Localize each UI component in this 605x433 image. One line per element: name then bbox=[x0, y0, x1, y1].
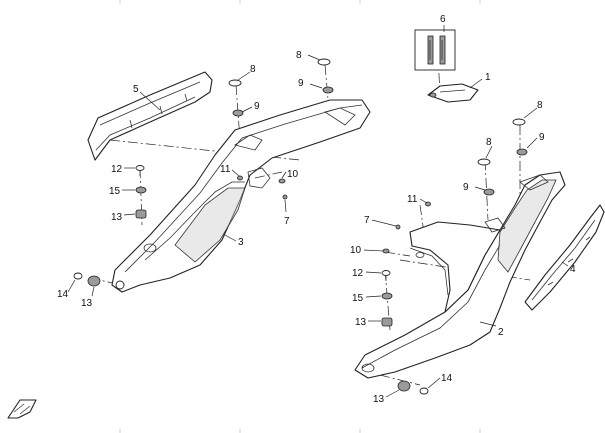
callout-15-left: 15 bbox=[109, 186, 121, 197]
leader-lines bbox=[67, 25, 569, 398]
callout-9-mid: 9 bbox=[463, 182, 469, 193]
callout-2: 2 bbox=[498, 327, 504, 338]
callout-13-left-lower: 13 bbox=[81, 298, 93, 309]
callout-9-top: 9 bbox=[298, 78, 304, 89]
callout-labels: 5 6 1 2 4 3 8 8 9 9 8 9 8 9 10 7 7 10 11… bbox=[57, 14, 576, 405]
callout-14-left: 14 bbox=[57, 289, 69, 300]
callout-5: 5 bbox=[133, 84, 139, 95]
callout-8-top: 8 bbox=[296, 50, 302, 61]
callout-14-right: 14 bbox=[441, 373, 453, 384]
grommets-and-nuts bbox=[228, 58, 528, 196]
callout-15-right: 15 bbox=[352, 293, 364, 304]
part-1-bracket bbox=[427, 83, 479, 103]
part-5-left-trim-panel bbox=[87, 71, 213, 161]
callout-13-left-upper: 13 bbox=[111, 212, 123, 223]
callout-4: 4 bbox=[570, 264, 576, 275]
callout-9-left: 9 bbox=[254, 101, 260, 112]
callout-13-right-lower: 13 bbox=[373, 394, 385, 405]
callout-11-left: 11 bbox=[220, 164, 231, 175]
part-3-left-side-cover bbox=[111, 99, 371, 293]
callout-3: 3 bbox=[238, 237, 244, 248]
callout-6: 6 bbox=[440, 14, 446, 25]
frame-ticks bbox=[119, 0, 481, 433]
callout-9-right: 9 bbox=[539, 132, 545, 143]
callout-8-right: 8 bbox=[537, 100, 543, 111]
part-6-bolt-pair bbox=[414, 29, 456, 71]
callout-12-right: 12 bbox=[352, 268, 364, 279]
part-4-right-trim-strip bbox=[524, 204, 605, 311]
callout-8-mid: 8 bbox=[486, 137, 492, 148]
callout-8-left: 8 bbox=[250, 64, 256, 75]
fastener-stacks bbox=[73, 165, 431, 395]
callout-11-right: 11 bbox=[407, 194, 418, 205]
callout-10-right: 10 bbox=[350, 245, 362, 256]
callout-10-left: 10 bbox=[287, 169, 299, 180]
callout-7-left: 7 bbox=[284, 216, 290, 227]
callout-1: 1 bbox=[485, 72, 491, 83]
callout-7-right: 7 bbox=[364, 215, 370, 226]
callout-13-right-upper: 13 bbox=[355, 317, 367, 328]
callout-12-left: 12 bbox=[111, 164, 123, 175]
part-2-right-side-cover bbox=[354, 171, 566, 379]
front-direction-arrow-icon bbox=[7, 399, 37, 419]
